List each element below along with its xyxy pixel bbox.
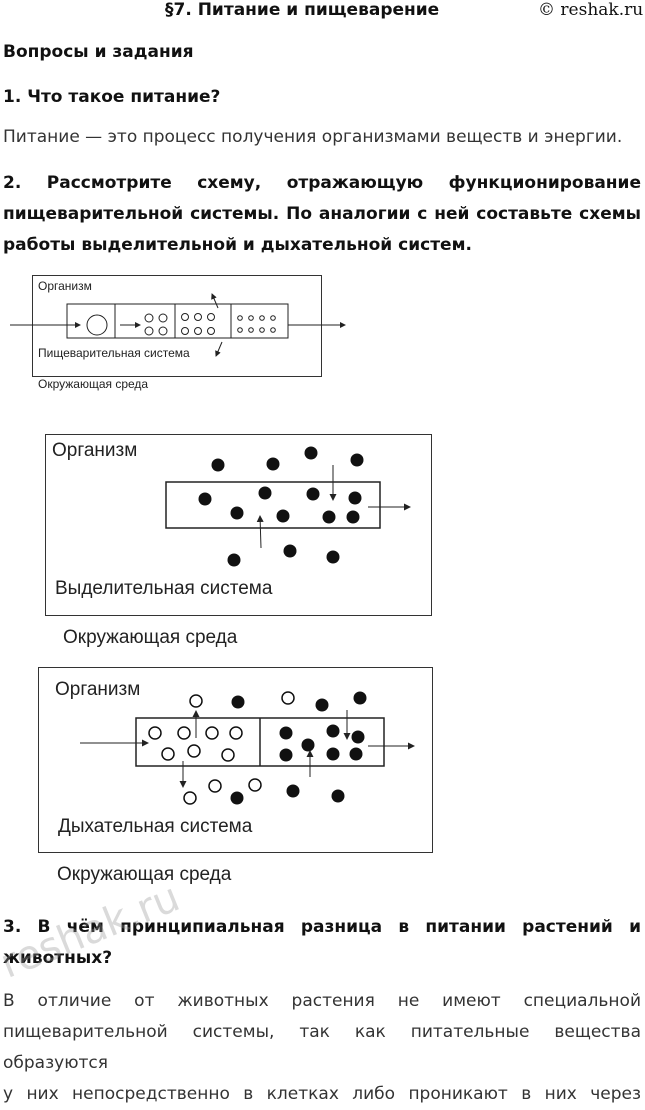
excretory-diagram: Организм Выделительная система Окружающа… [0,430,645,660]
system-label: Дыхательная система [58,816,253,837]
organism-box [45,434,432,616]
environment-label: Окружающая среда [38,377,149,391]
question-3-line-1: 3. В чём принципиальная разница в питани… [3,917,641,937]
environment-label: Окружающая среда [57,864,232,885]
answer-3-line-1: В отличие от животных растения не имеют … [3,991,641,1011]
site-credit: © reshak.ru [538,0,644,20]
page-header-title: §7. Питание и пищеварение [165,0,440,20]
organism-box [38,667,433,853]
respiratory-diagram: Организм Дыхательная система Окружающая … [0,665,645,895]
question-2-line-2: пищеварительной системы. По аналогии с н… [3,204,641,224]
digestive-diagram: Организм Пищеварительная система Окружаю… [0,270,645,400]
question-2-line-3: работы выделительной и дыхательной систе… [3,235,472,255]
question-3: 3. В чём принципиальная разница в питани… [3,912,641,974]
section-title: Вопросы и задания [3,42,194,62]
answer-1: Питание — это процесс получения организм… [3,127,623,147]
question-2-line-1: 2. Рассмотрите схему, отражающую функцио… [3,173,641,193]
question-2: 2. Рассмотрите схему, отражающую функцио… [3,168,641,261]
answer-3-line-2: пищеварительной системы, так как питател… [3,1022,641,1073]
answer-3-line-3: у них непосредственно в клетках либо про… [3,1084,641,1104]
organism-label: Организм [52,440,138,461]
answer-3: В отличие от животных растения не имеют … [3,986,641,1110]
organism-box [32,275,322,377]
excretory-diagram-graphics [165,446,411,567]
respiratory-diagram-graphics [80,691,415,805]
organism-label: Организм [38,279,92,293]
question-3-line-2: животных? [3,948,113,968]
environment-label: Окружающая среда [63,627,238,648]
organism-label: Организм [55,679,141,700]
system-label: Пищеварительная система [38,346,190,360]
question-1: 1. Что такое питание? [3,87,221,107]
digestive-diagram-graphics [10,293,346,357]
system-label: Выделительная система [55,578,273,599]
